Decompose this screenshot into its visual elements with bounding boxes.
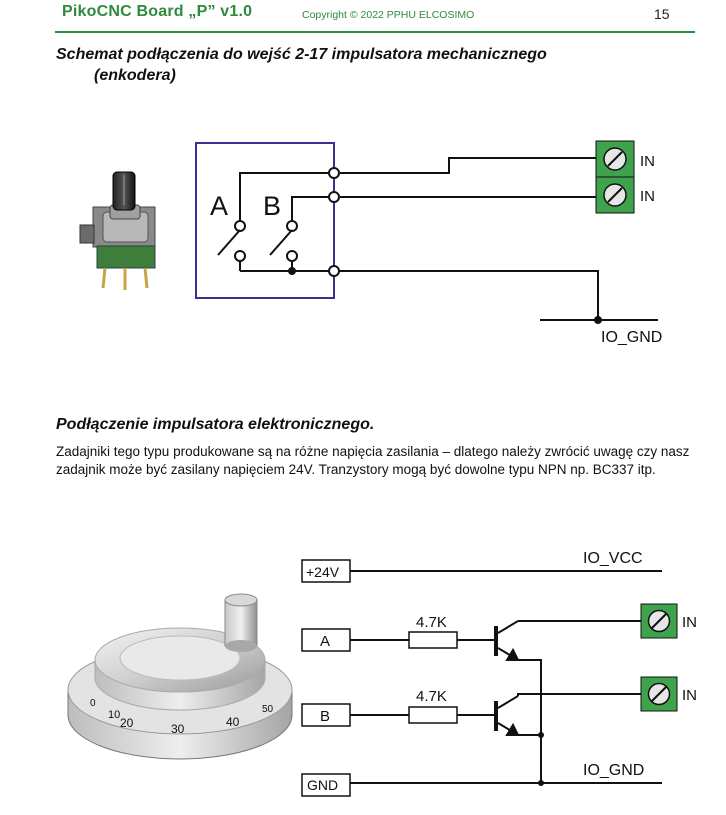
junction-dot: [538, 780, 544, 786]
terminal-block-2: [595, 176, 635, 214]
terminal-label-in-b: IN: [682, 687, 697, 704]
section-title-line-2: (enkodera): [94, 67, 176, 84]
dial-scale-10: 10: [108, 709, 120, 721]
resistor-b: [408, 706, 458, 724]
handwheel-wiring-diagram: [301, 559, 662, 797]
dial-scale-0: 0: [90, 698, 96, 709]
dial-scale-20: 20: [120, 716, 134, 730]
terminal-label-in-a: IN: [682, 614, 697, 631]
ground-box: [301, 773, 351, 797]
resistor-a-value: 4.7K: [416, 614, 447, 631]
section-title-electronic-encoder: Podłączenie impulsatora elektronicznego.: [56, 416, 375, 433]
terminal-block-a: [640, 603, 678, 639]
dial-scale-30: 30: [171, 722, 185, 736]
terminal-block-b: [640, 676, 678, 712]
page-number: 15: [654, 6, 670, 22]
encoder-wiring-diagram: [195, 142, 658, 324]
switch-label-b: B: [263, 191, 281, 221]
section-paragraph: Zadajniki tego typu produkowane są na ró…: [56, 444, 690, 477]
header-divider: [55, 31, 695, 33]
document-header-title: PikoCNC Board „P” v1.0: [62, 3, 253, 20]
dial-scale-50: 50: [262, 704, 274, 715]
resistor-b-value: 4.7K: [416, 688, 447, 705]
handwheel-image: 0 10 20 30 40 50: [67, 593, 293, 760]
resistor-a: [408, 631, 458, 649]
ground-box-label: GND: [307, 777, 338, 793]
terminal-block-1: [595, 140, 635, 178]
section-title-line-1: Schemat podłączenia do wejść 2-17 impuls…: [56, 46, 547, 63]
supply-box-label: +24V: [306, 564, 340, 580]
switch-label-a: A: [210, 191, 228, 221]
input-b-label: B: [320, 708, 330, 725]
supply-net-label: IO_VCC: [583, 550, 643, 567]
encoder-frame: [195, 142, 335, 299]
terminal-label-in-1: IN: [640, 153, 655, 170]
section-title-mechanical-encoder: Schemat podłączenia do wejść 2-17 impuls…: [56, 44, 547, 86]
input-a-label: A: [320, 633, 330, 650]
dial-scale-40: 40: [226, 715, 240, 729]
rotary-encoder-image: [79, 171, 156, 290]
ground-net-label: IO_GND: [583, 762, 644, 779]
junction-dot: [538, 732, 544, 738]
copyright-notice: Copyright © 2022 PPHU ELCOSIMO: [302, 9, 475, 21]
ground-label: IO_GND: [601, 329, 662, 346]
terminal-label-in-2: IN: [640, 188, 655, 205]
